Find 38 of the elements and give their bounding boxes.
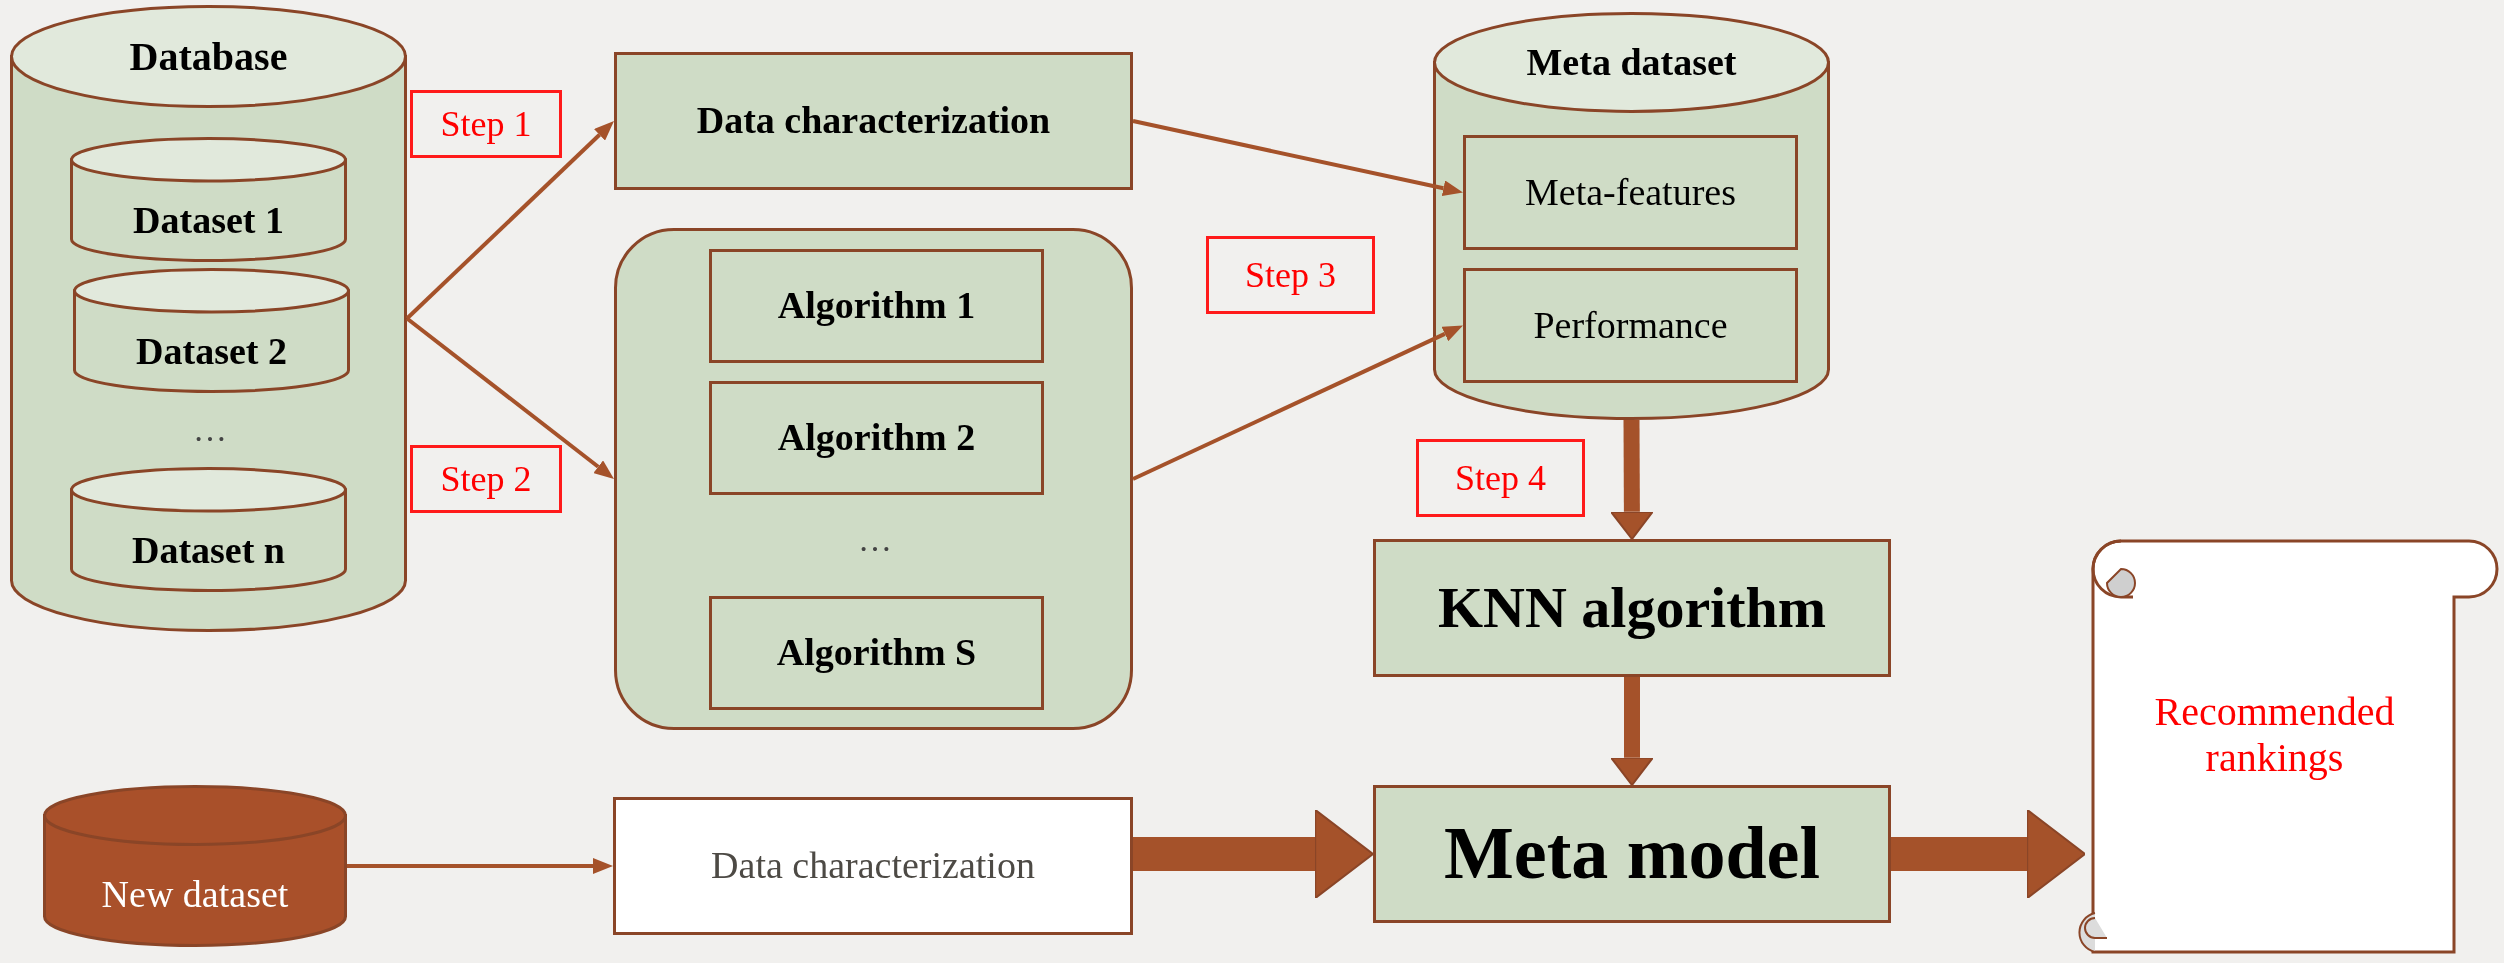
process-box (1463, 268, 1798, 383)
cylinder-label: Database (128, 34, 289, 80)
box-label: Meta model (1442, 811, 1821, 897)
dataset-cylinder (70, 467, 347, 592)
process-box (1463, 135, 1798, 250)
step-label: Step 2 (410, 445, 562, 513)
step-label: Step 1 (410, 90, 562, 158)
dataset-cylinder (73, 268, 350, 393)
box-label: Algorithm 1 (776, 284, 977, 328)
database-cylinder (10, 5, 407, 632)
scroll-label: Recommended rankings (2153, 689, 2396, 781)
process-box (613, 797, 1133, 935)
algorithm-group-panel (614, 228, 1133, 730)
box-label: Data characterization (695, 99, 1052, 143)
process-box (709, 381, 1044, 495)
dataset-cylinder (70, 137, 347, 262)
box-label: Performance (1532, 303, 1729, 348)
process-box (709, 249, 1044, 363)
cylinder-label: Meta dataset (1525, 41, 1738, 85)
ellipsis: … (192, 410, 228, 450)
box-label: Algorithm S (775, 631, 978, 675)
new-dataset-cylinder (43, 785, 347, 947)
box-label: Algorithm 2 (776, 416, 977, 460)
process-box (1373, 539, 1891, 677)
box-label: Data characterization (710, 844, 1036, 888)
box-label: Meta-features (1524, 170, 1737, 215)
cylinder-label: New dataset (100, 873, 290, 917)
ellipsis: … (857, 520, 893, 560)
cylinder-label: Dataset 1 (132, 198, 285, 243)
process-box (709, 596, 1044, 710)
cylinder-label: Dataset 2 (135, 329, 288, 374)
box-label: KNN algorithm (1436, 574, 1828, 642)
meta-dataset-cylinder (1433, 12, 1830, 420)
process-box (1373, 785, 1891, 923)
process-box (614, 52, 1133, 190)
cylinder-label: Dataset n (130, 528, 286, 573)
step-label: Step 4 (1416, 439, 1585, 517)
step-label: Step 3 (1206, 236, 1375, 314)
